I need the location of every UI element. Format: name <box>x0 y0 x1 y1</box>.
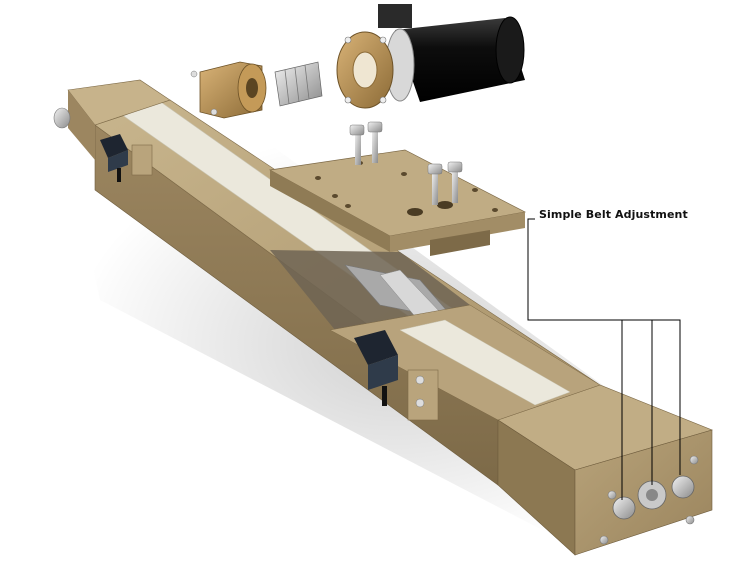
coupling <box>274 61 323 107</box>
clamp-left <box>100 134 153 182</box>
carriage-plate <box>268 149 527 256</box>
motor <box>378 4 525 102</box>
belt-adjustment-fasteners <box>599 455 699 545</box>
callout-label: Simple Belt Adjustment <box>539 208 688 221</box>
clamp-right <box>354 330 439 421</box>
rail-lower-section <box>329 304 601 421</box>
rail-end-block <box>53 79 171 160</box>
brass-hub <box>190 61 267 119</box>
callout-leader <box>527 218 681 500</box>
mounting-bolts <box>349 121 463 205</box>
adapter-flange <box>336 31 394 109</box>
carriage-block <box>270 250 470 330</box>
